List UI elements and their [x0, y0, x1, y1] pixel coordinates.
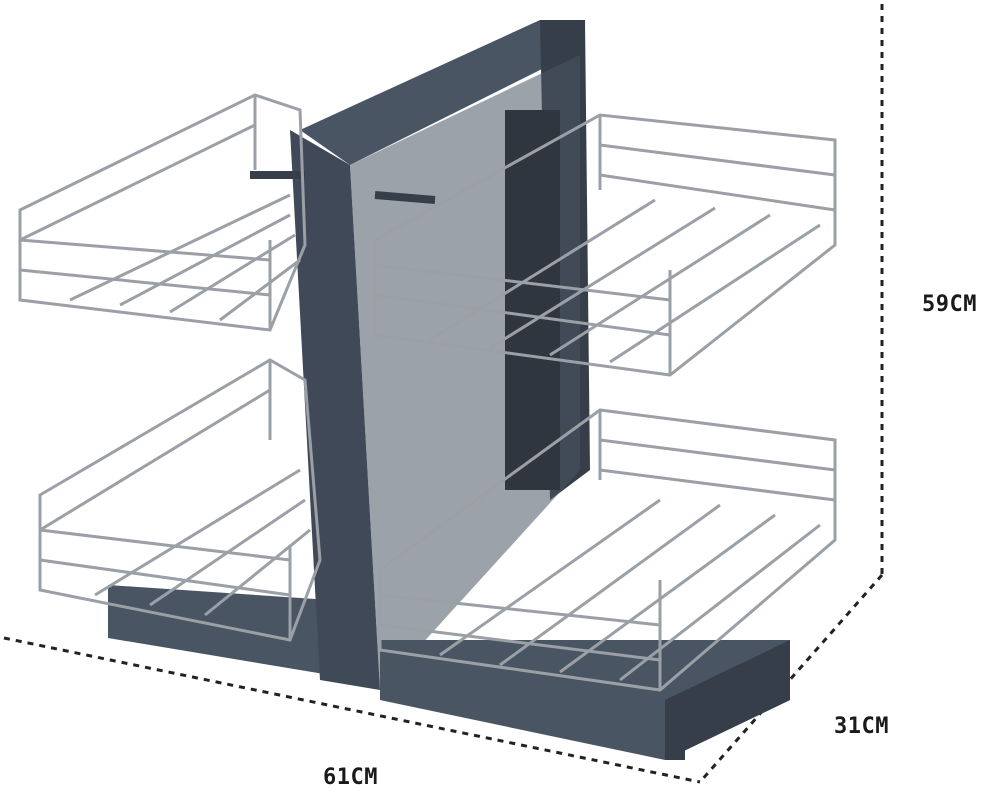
base-frame: [108, 585, 790, 760]
basket-lower-left: [38, 358, 322, 642]
wire-baskets: [18, 93, 837, 692]
basket-lower-right: [378, 408, 837, 692]
width-dimension-line: [3, 636, 701, 784]
dimension-lines: [3, 4, 884, 784]
width-dimension-label: 61CM: [323, 765, 378, 790]
height-dimension-label: 59CM: [922, 292, 977, 317]
basket-upper-right: [373, 113, 837, 377]
depth-dimension-line: [698, 574, 884, 783]
central-column: [250, 20, 590, 690]
basket-upper-left: [18, 93, 307, 332]
depth-dimension-label: 31CM: [834, 714, 889, 739]
